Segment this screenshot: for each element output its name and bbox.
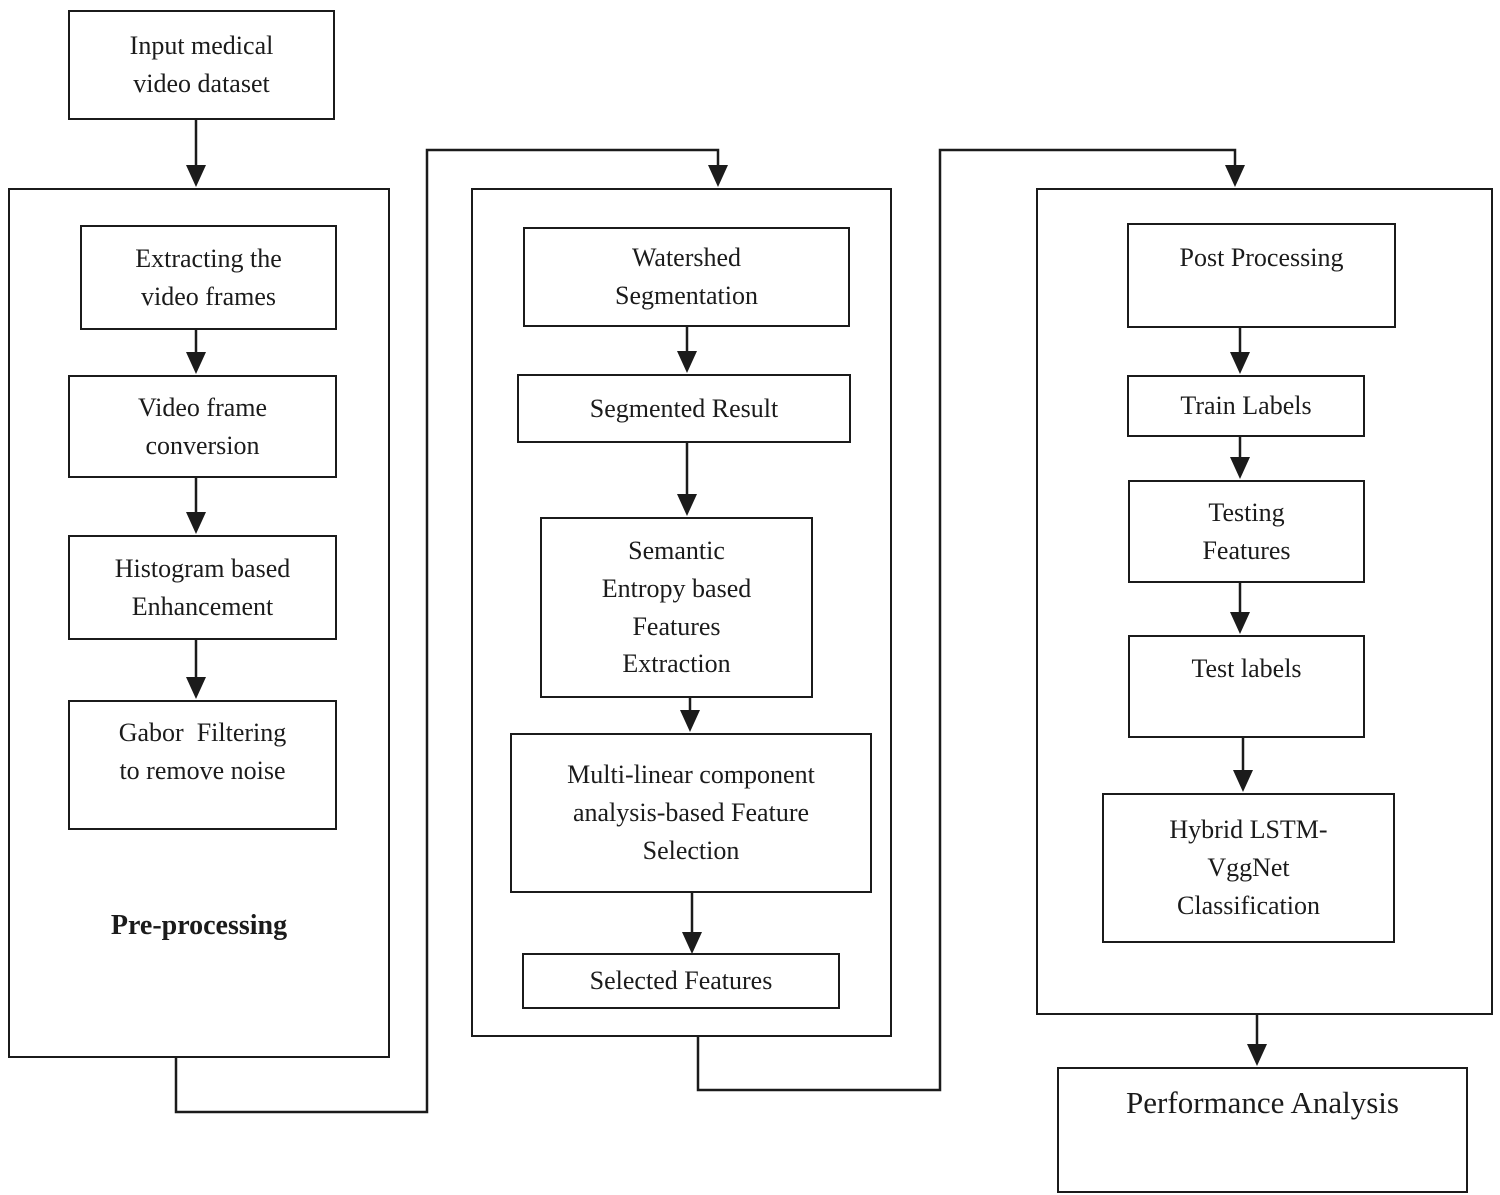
video-frame-conversion-label: Video frame conversion xyxy=(137,392,268,460)
arrowhead-train-to-testing xyxy=(1230,457,1250,479)
extract-frames-label: Extracting the video frames xyxy=(135,243,282,311)
multilinear-selection-box: Multi-linear component analysis-based Fe… xyxy=(510,733,872,893)
input-dataset-box: Input medical video dataset xyxy=(68,10,335,120)
arrowhead-histogram-to-gabor xyxy=(186,677,206,699)
watershed-segmentation-label: Watershed Segmentation xyxy=(615,243,758,310)
test-labels-box: Test labels xyxy=(1128,635,1365,738)
input-dataset-label: Input medical video dataset xyxy=(129,31,274,98)
performance-analysis-label: Performance Analysis xyxy=(1126,1085,1399,1120)
arrowhead-testlabels-to-hybrid xyxy=(1233,770,1253,792)
arrowhead-container-to-performance xyxy=(1247,1044,1267,1066)
arrowhead-extract-to-convert xyxy=(186,352,206,374)
arrowhead-testing-to-testlabels xyxy=(1230,612,1250,634)
post-processing-box: Post Processing xyxy=(1127,223,1396,328)
arrowhead-connector-into-classification xyxy=(1225,165,1245,187)
watershed-segmentation-box: Watershed Segmentation xyxy=(523,227,850,327)
test-labels-label: Test labels xyxy=(1191,654,1302,683)
performance-analysis-box: Performance Analysis xyxy=(1057,1067,1468,1193)
arrowhead-multilinear-to-selected xyxy=(682,932,702,954)
connector-segmentation-to-classification xyxy=(696,148,1237,1092)
extract-frames-box: Extracting the video frames xyxy=(80,225,337,330)
testing-features-label: Testing Features xyxy=(1202,497,1291,565)
train-labels-box: Train Labels xyxy=(1127,375,1365,437)
train-labels-label: Train Labels xyxy=(1180,391,1312,421)
arrowhead-watershed-to-segmented xyxy=(677,351,697,373)
arrowhead-connector-into-segmentation xyxy=(708,165,728,187)
hybrid-lstm-vggnet-box: Hybrid LSTM- VggNet Classification xyxy=(1102,793,1395,943)
gabor-filtering-box: Gabor Filtering to remove noise xyxy=(68,700,337,830)
histogram-enhancement-box: Histogram based Enhancement xyxy=(68,535,337,640)
selected-features-box: Selected Features xyxy=(522,953,840,1009)
preprocessing-title-text: Pre-processing xyxy=(110,910,288,941)
connector-preprocessing-to-segmentation xyxy=(174,148,720,1114)
selected-features-label: Selected Features xyxy=(589,966,773,996)
hybrid-lstm-vggnet-label: Hybrid LSTM- VggNet Classification xyxy=(1169,815,1328,920)
arrowhead-post-to-train xyxy=(1230,352,1250,374)
arrowhead-input-to-preprocessing xyxy=(186,165,206,187)
video-frame-conversion-box: Video frame conversion xyxy=(68,375,337,478)
segmented-result-label: Segmented Result xyxy=(589,393,779,423)
gabor-filtering-label: Gabor Filtering to remove noise xyxy=(118,718,287,785)
preprocessing-title: Pre-processing xyxy=(8,910,390,942)
arrowhead-segmented-to-semantic xyxy=(677,494,697,516)
arrowhead-semantic-to-multilinear xyxy=(680,710,700,732)
segmented-result-box: Segmented Result xyxy=(517,374,851,443)
testing-features-box: Testing Features xyxy=(1128,480,1365,583)
semantic-entropy-label: Semantic Entropy based Features Extracti… xyxy=(601,536,752,679)
arrowhead-convert-to-histogram xyxy=(186,512,206,534)
semantic-entropy-box: Semantic Entropy based Features Extracti… xyxy=(540,517,813,698)
post-processing-label: Post Processing xyxy=(1179,243,1344,272)
histogram-enhancement-label: Histogram based Enhancement xyxy=(114,553,291,621)
multilinear-selection-label: Multi-linear component analysis-based Fe… xyxy=(567,760,815,865)
